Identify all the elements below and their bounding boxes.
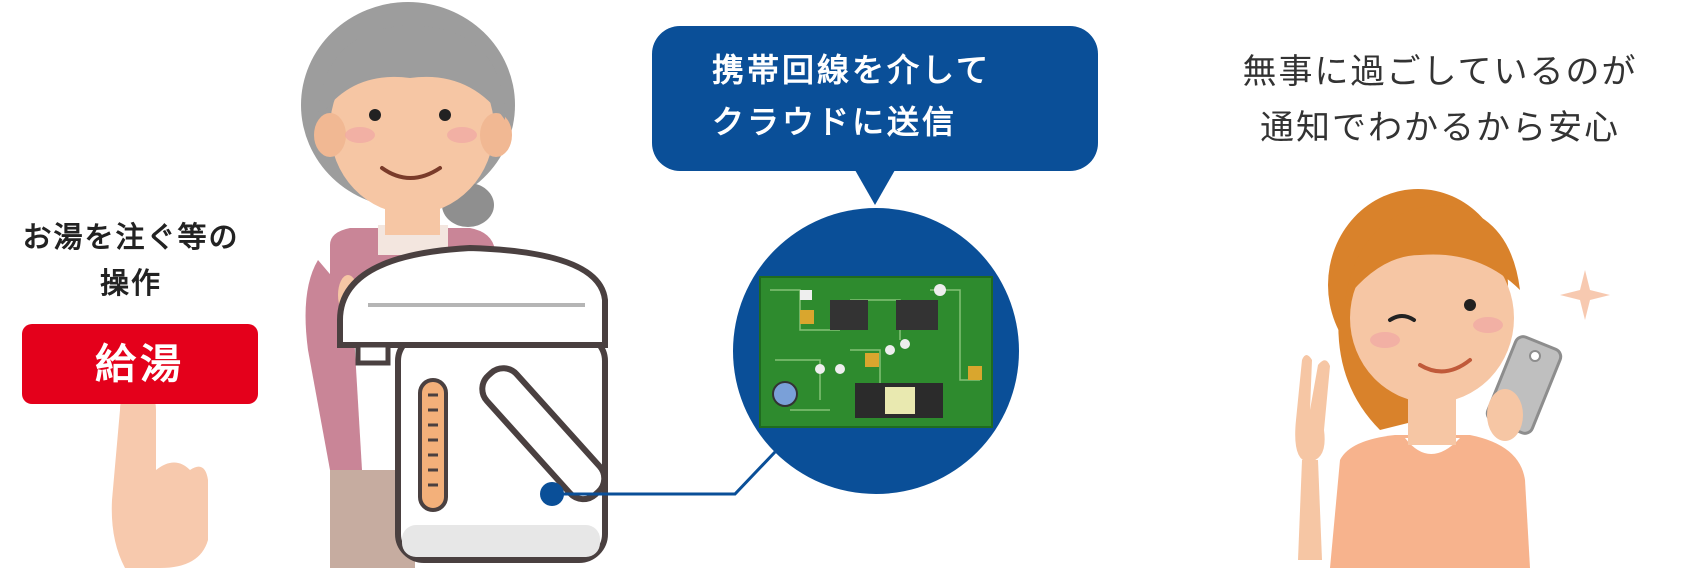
notification-label-line1: 無事に過ごしているのが	[1242, 52, 1638, 92]
notification-label: 無事に過ごしているのが 通知でわかるから安心	[1210, 44, 1670, 156]
young-woman	[1295, 189, 1610, 568]
operation-label-line1: お湯を注ぐ等の	[22, 220, 240, 254]
bubble-label-line2: クラウドに送信	[712, 103, 958, 141]
operation-label-line2: 操作	[99, 266, 162, 300]
bubble-label-line1: 携帯回線を介して	[712, 51, 992, 89]
pointing-hand	[111, 390, 208, 568]
notification-label-line2: 通知でわかるから安心	[1260, 108, 1620, 148]
speech-bubble	[652, 26, 1098, 205]
electric-thermos-pot	[337, 244, 777, 563]
operation-label: お湯を注ぐ等の 操作	[0, 214, 262, 306]
bubble-label: 携帯回線を介して クラウドに送信	[652, 44, 1092, 148]
dispense-button[interactable]: 給湯	[22, 324, 258, 404]
circuit-board-circle	[733, 208, 1019, 494]
